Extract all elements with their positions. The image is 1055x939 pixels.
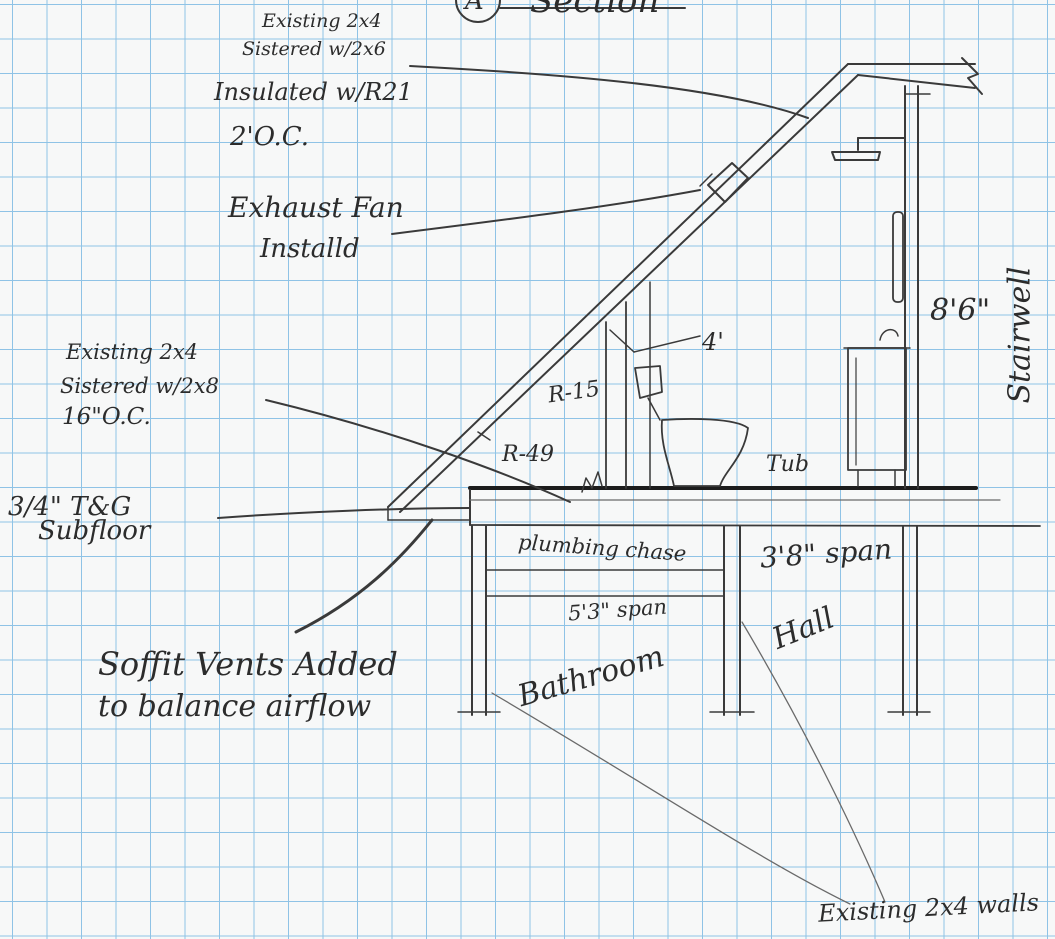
leader-lines <box>217 65 886 905</box>
shower-head <box>831 137 906 161</box>
label-subfloor-size: 3/4" T&G <box>8 492 132 522</box>
lower-walls <box>457 525 931 716</box>
tub-wall <box>892 85 931 489</box>
vanity <box>843 328 911 487</box>
label-rafter-sistered: Sistered w/2x6 <box>242 38 386 60</box>
label-insulated: Insulated w/R21 <box>214 78 413 106</box>
label-dim-4ft: 4' <box>702 328 724 356</box>
label-height: 8'6" <box>930 293 991 328</box>
label-subfloor: Subfloor <box>38 516 151 546</box>
label-exhaust-installed: Installd <box>260 234 360 264</box>
section-marker-circle <box>455 0 501 23</box>
title-partial: Section <box>530 0 660 21</box>
label-spacing-lower: 16"O.C. <box>62 404 151 430</box>
floor-assembly <box>468 486 1041 527</box>
section-marker: A <box>465 0 484 16</box>
label-tub: Tub <box>766 452 809 477</box>
roof-rafter <box>387 57 983 521</box>
label-soffit-2: to balance airflow <box>98 689 372 724</box>
label-rafter-existing: Existing 2x4 <box>262 10 382 32</box>
knee-walls <box>605 281 701 489</box>
label-soffit-1: Soffit Vents Added <box>98 645 398 683</box>
toilet-fixture <box>634 365 749 487</box>
label-spacing-top: 2'O.C. <box>230 122 309 152</box>
label-r49: R-49 <box>502 442 554 467</box>
label-joist-sistered: Sistered w/2x8 <box>60 374 219 398</box>
label-stairwell: Stairwell <box>1002 266 1038 404</box>
label-joist-existing: Existing 2x4 <box>66 340 199 364</box>
exhaust-fan-symbol <box>699 162 749 203</box>
label-exhaust-fan: Exhaust Fan <box>228 191 404 224</box>
